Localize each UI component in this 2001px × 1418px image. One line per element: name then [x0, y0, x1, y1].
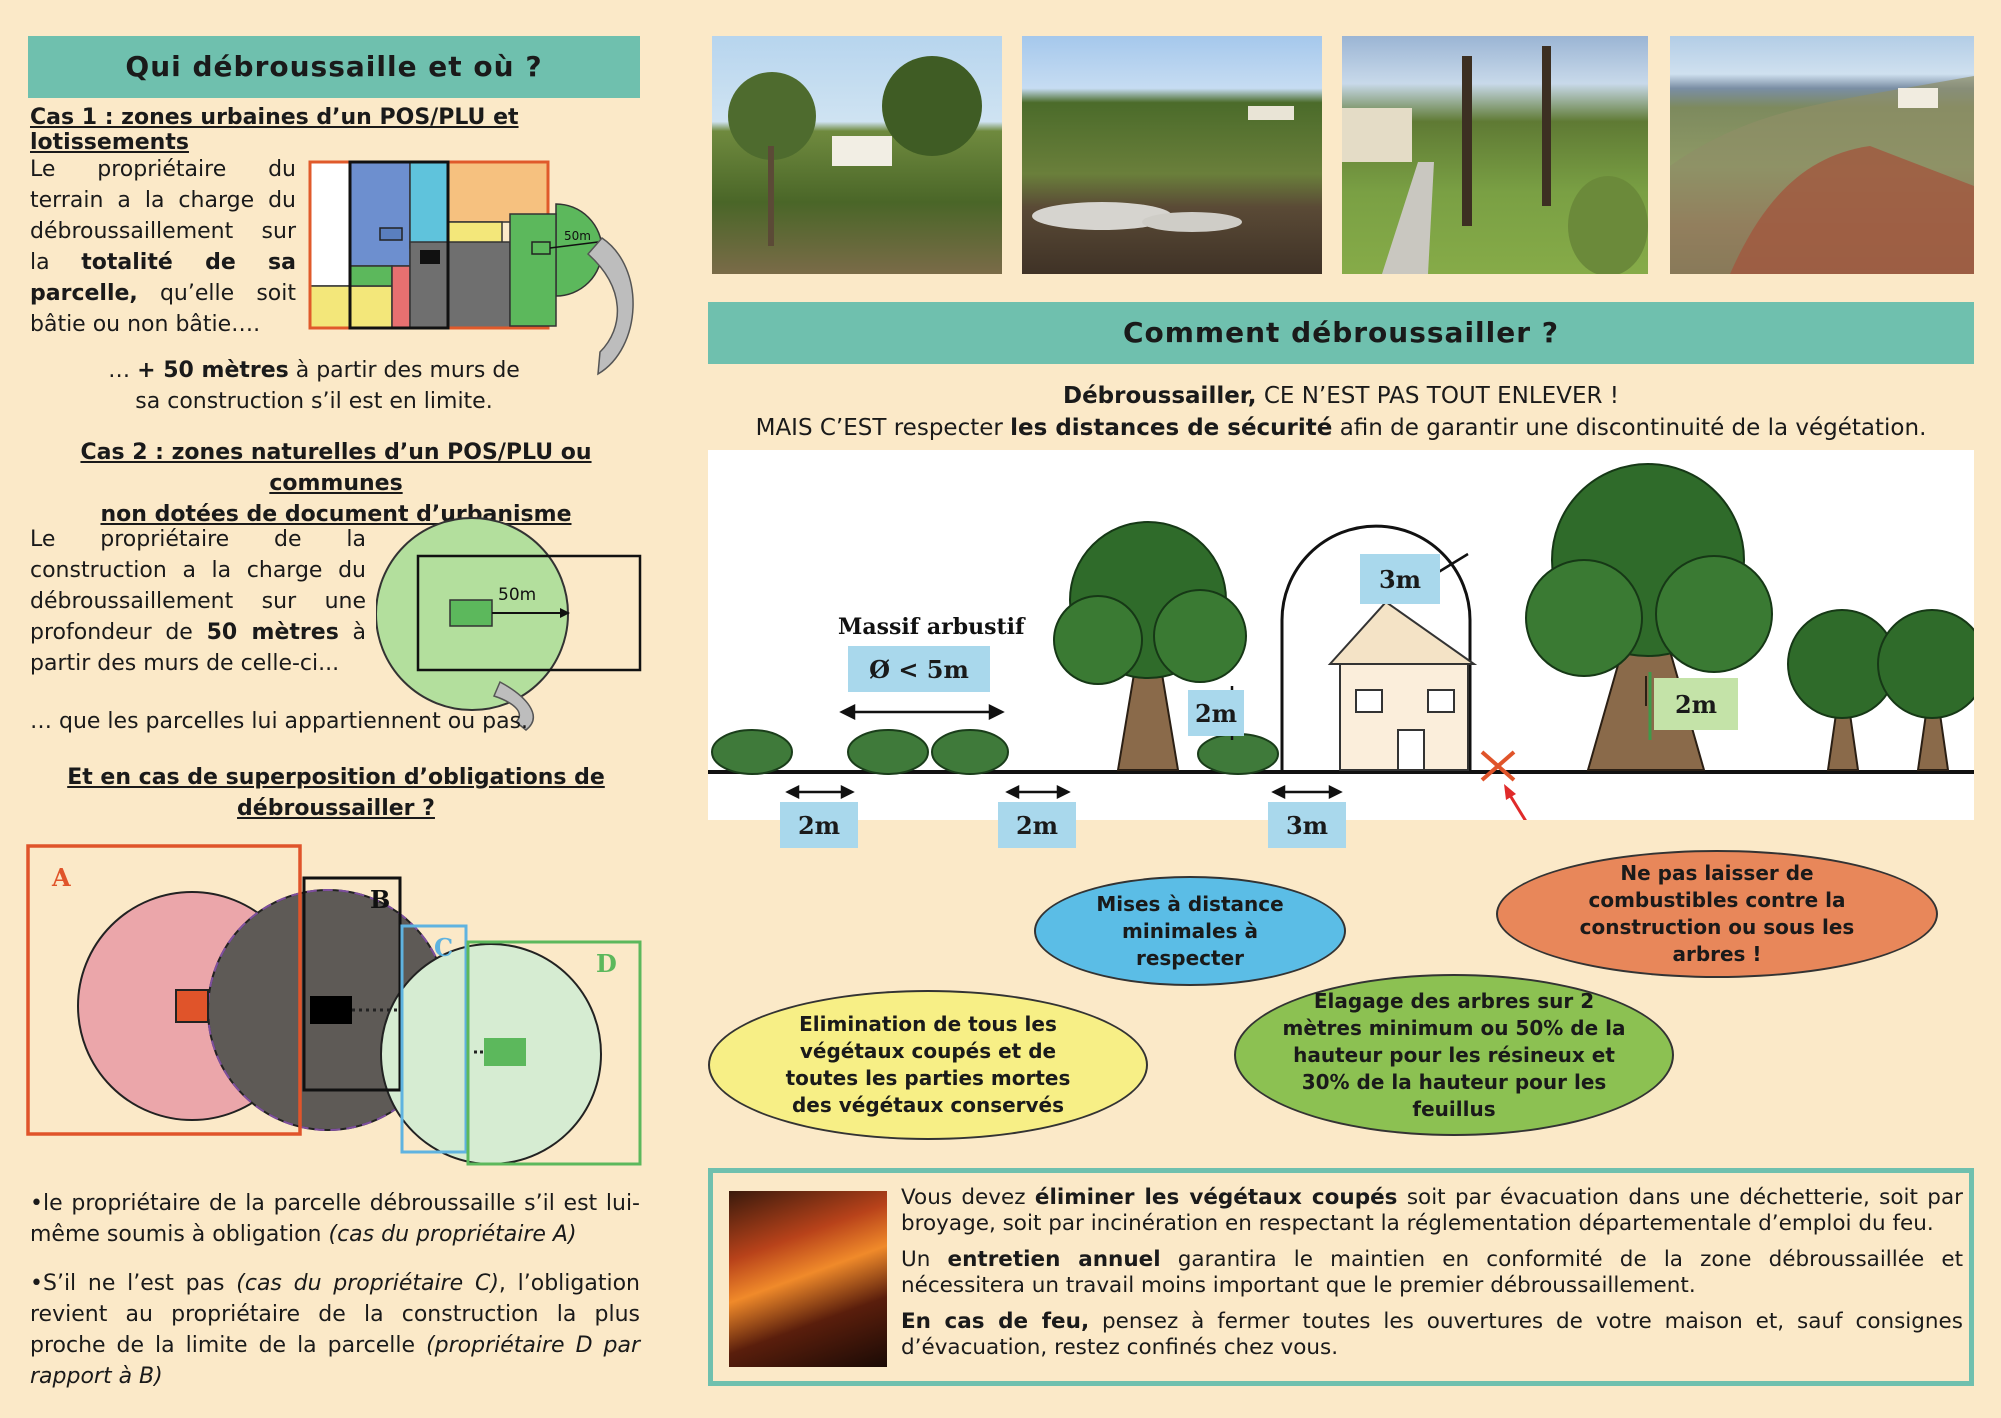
callout-distances: Mises à distance minimales à respecter — [1034, 876, 1346, 986]
callout-elagage: Elagage des arbres sur 2 mètres minimum … — [1234, 974, 1674, 1136]
case1-plus50-text: … + 50 mètres à partir des murs de sa co… — [108, 358, 520, 414]
callout-combustibles: Ne pas laisser de combustibles contre la… — [1496, 850, 1938, 978]
photo-hillside — [1670, 36, 1974, 274]
bullet-1: •le propriétaire de la parcelle débrouss… — [30, 1191, 640, 1247]
case1-text: Le propriétaire du terrain a la charge d… — [30, 157, 296, 337]
house-distance-label: 3m — [1360, 554, 1440, 604]
overlap-diagram: A B C D — [26, 844, 642, 1166]
info-box: Vous devez éliminer les végétaux coupés … — [708, 1168, 1974, 1386]
bullet-2: •S’il ne l’est pas (cas du propriétaire … — [30, 1271, 640, 1389]
case2-50m-label: 50m — [498, 585, 536, 605]
overlap-label-d: D — [596, 949, 617, 978]
case2-text: Le propriétaire de la construction a la … — [30, 527, 366, 676]
overlap-label-a: A — [51, 863, 71, 892]
fire-photo — [729, 1191, 887, 1367]
right-title: Comment débroussailler ? — [1122, 316, 1560, 349]
case2-heading: Cas 2 : zones naturelles d’un POS/PLU ou… — [80, 440, 592, 527]
case1-parcel-diagram: 50m — [308, 160, 634, 376]
trunk-label-1: 2m — [1188, 690, 1244, 736]
overlap-label-b: B — [370, 885, 390, 914]
photo-garden-1 — [712, 36, 1002, 274]
ground-label-3: 3m — [1268, 802, 1346, 848]
overlap-label-c: C — [434, 933, 453, 962]
right-subtitle: Débroussailler, CE N’EST PAS TOUT ENLEVE… — [755, 383, 1927, 441]
case1-heading: Cas 1 : zones urbaines d’un POS/PLU et l… — [30, 105, 519, 155]
photo-garden-3 — [1342, 36, 1648, 274]
ground-label-1: 2m — [780, 802, 858, 848]
right-title-banner: Comment débroussailler ? — [708, 302, 1974, 364]
case1-50m-label: 50m — [564, 229, 591, 243]
trunk-label-2: 2m — [1654, 678, 1738, 730]
ground-label-2: 2m — [998, 802, 1076, 848]
left-title: Qui débroussaille et où ? — [125, 50, 543, 83]
photo-garden-2 — [1022, 36, 1322, 274]
case2-ownership-text: … que les parcelles lui appartiennent ou… — [30, 709, 529, 734]
case2-parcel-diagram: 50m — [376, 517, 642, 731]
clearing-diagram: Massif arbustif Ø < 5m 2m 2m 3m 3m 2m 2m — [708, 450, 1974, 848]
diameter-label: Ø < 5m — [848, 646, 990, 692]
info-text: Vous devez éliminer les végétaux coupés … — [901, 1185, 1964, 1360]
massif-label: Massif arbustif — [838, 614, 1026, 640]
left-title-banner: Qui débroussaille et où ? — [28, 36, 640, 98]
callout-elimination: Elimination de tous les végétaux coupés … — [708, 990, 1148, 1140]
overlap-heading: Et en cas de superposition d’obligations… — [67, 765, 605, 821]
bush-group — [711, 729, 1279, 775]
